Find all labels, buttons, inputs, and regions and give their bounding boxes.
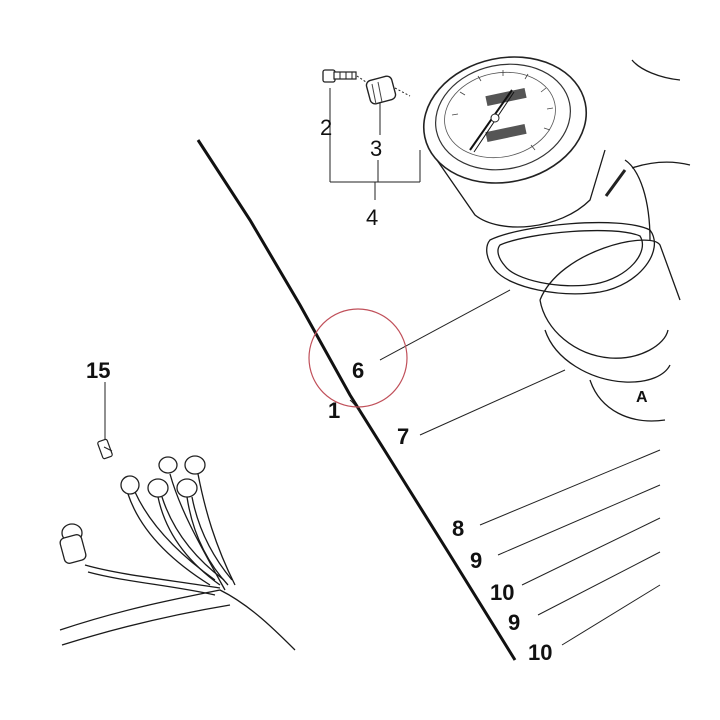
harness-outline [59,589,296,651]
callout-10-upper: 10 [490,580,514,605]
callout-8: 8 [452,516,464,541]
bulb-part [97,438,113,460]
callout-10-lower: 10 [528,640,552,665]
callout-15: 15 [86,358,110,383]
highlight-circle [308,308,408,408]
gasket-ring [486,221,656,295]
callout-7: 7 [397,424,409,449]
speedometer-gauge [422,56,627,228]
body-edge-line [196,139,517,661]
callout-1: 1 [328,398,340,423]
bolt-part [322,69,367,83]
leader-lines [104,88,661,646]
callout-9-lower: 9 [508,610,520,635]
callout-2: 2 [320,115,332,140]
callout-3: 3 [370,136,382,161]
callout-4: 4 [366,205,378,230]
wiring-harness [59,455,236,596]
callout-9-upper: 9 [470,548,482,573]
gauge-letter-label: A [636,389,648,406]
housing-cup [539,159,681,422]
callout-6: 6 [352,358,364,383]
spacer-part [365,75,411,105]
mounting-bracket [631,59,691,169]
